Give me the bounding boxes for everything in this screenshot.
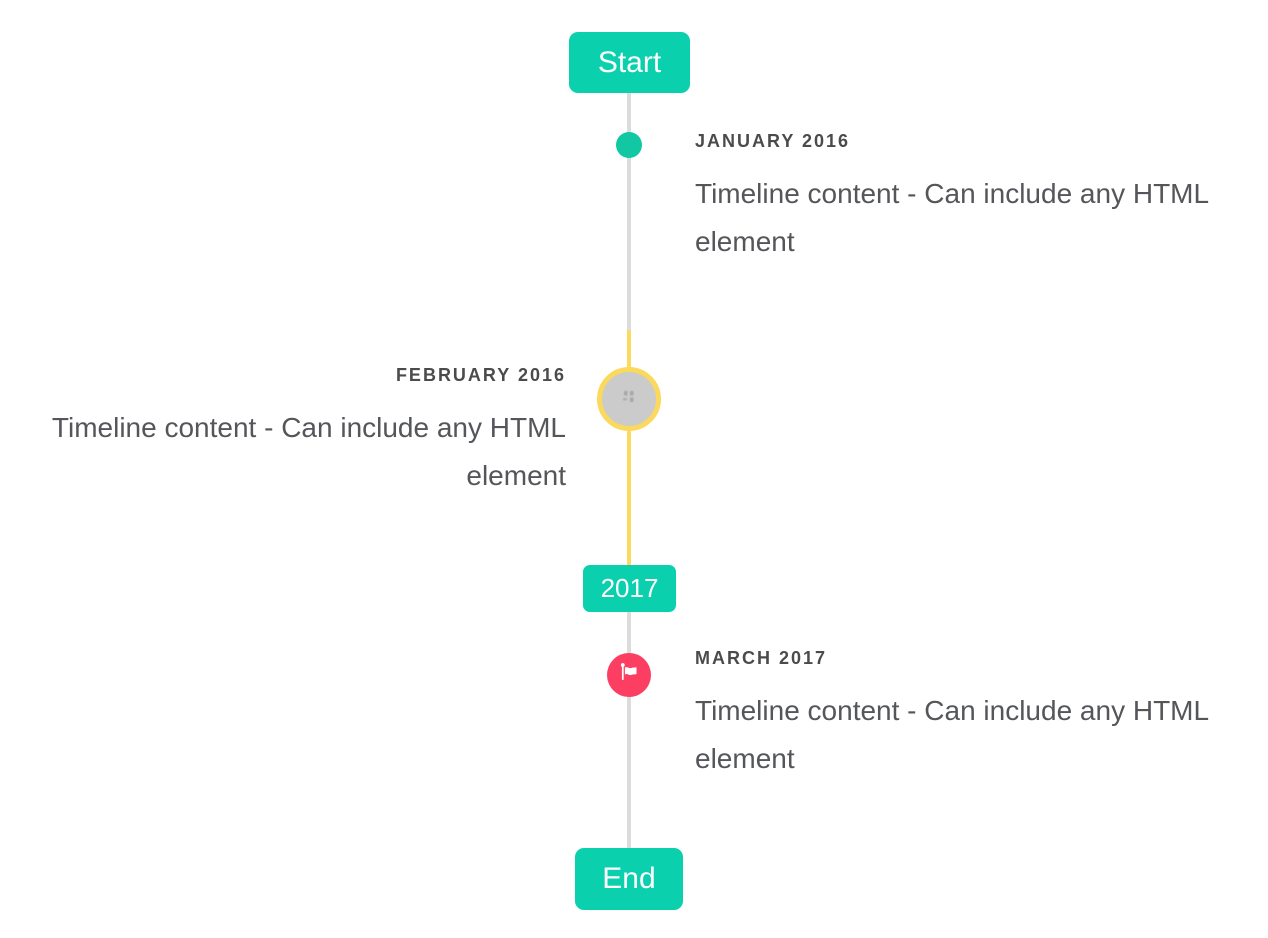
timeline-item-title: JANUARY 2016 — [695, 131, 851, 151]
end-badge-label: End — [602, 862, 656, 895]
timeline-item-body: Timeline content - Can include any HTML … — [695, 695, 1209, 774]
timeline-year-badge: 2017 — [583, 565, 676, 612]
timeline-start-badge: Start — [569, 32, 690, 93]
timeline-end-badge: End — [575, 848, 683, 910]
timeline-item: FEBRUARY 2016 Timeline content - Can inc… — [40, 362, 566, 500]
timeline-flag-marker[interactable] — [607, 653, 651, 697]
broken-image-icon — [619, 389, 639, 410]
year-badge-label: 2017 — [600, 573, 659, 603]
timeline-dot-marker[interactable] — [616, 132, 642, 158]
timeline-item: MARCH 2017 Timeline content - Can includ… — [695, 645, 1221, 783]
timeline-item: JANUARY 2016 Timeline content - Can incl… — [695, 128, 1221, 266]
timeline-image-marker[interactable] — [597, 367, 661, 431]
start-badge-label: Start — [597, 45, 662, 79]
timeline-item-title: MARCH 2017 — [695, 648, 828, 668]
timeline-item-body: Timeline content - Can include any HTML … — [51, 412, 566, 491]
timeline-line-highlight-segment — [627, 330, 631, 567]
flag-icon — [618, 661, 641, 689]
timeline-item-title: FEBRUARY 2016 — [395, 365, 566, 385]
timeline-item-body: Timeline content - Can include any HTML … — [695, 178, 1209, 257]
